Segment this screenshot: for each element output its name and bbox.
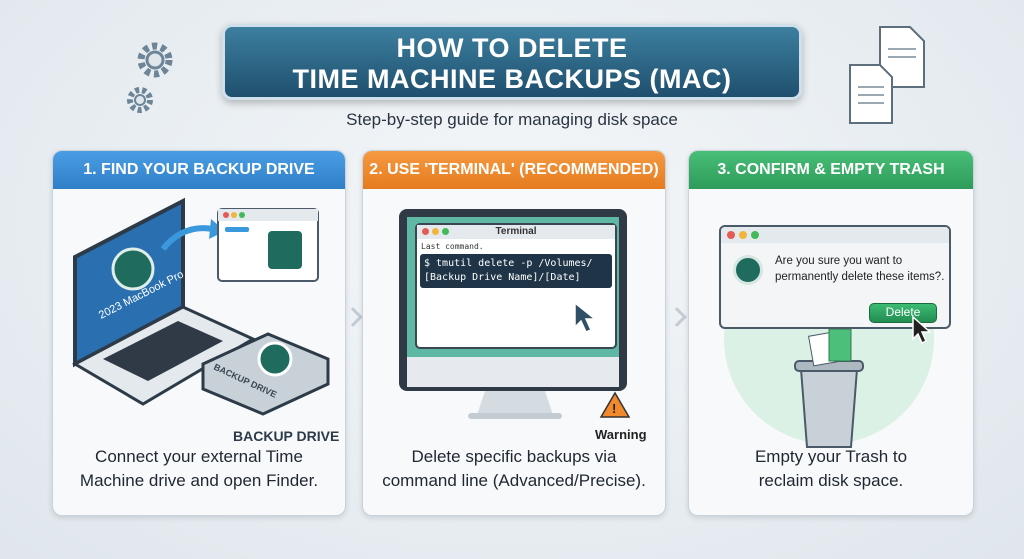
cursor-icon (574, 301, 598, 333)
svg-text:!: ! (612, 401, 616, 416)
step-2-title: 2. USE 'TERMINAL' (RECOMMENDED) (363, 151, 665, 189)
step-1-title: 1. FIND YOUR BACKUP DRIVE (53, 151, 345, 189)
arrow-icon (667, 307, 687, 327)
step-card-find-drive: 1. FIND YOUR BACKUP DRIVE 2023 MacBook P… (52, 150, 346, 516)
time-machine-icon (733, 255, 763, 285)
finder-window-icon (217, 208, 319, 282)
arrow-icon (343, 307, 363, 327)
cursor-icon (912, 315, 932, 345)
terminal-title: Terminal (495, 226, 537, 237)
step-card-confirm-trash: 3. CONFIRM & EMPTY TRASH Are you sure yo… (688, 150, 974, 516)
terminal-window: Terminal Last command. $ tmutil delete -… (415, 223, 617, 349)
backup-drive-icon (201, 332, 330, 416)
warning-icon (599, 391, 631, 418)
step-3-title: 3. CONFIRM & EMPTY TRASH (689, 151, 973, 189)
warning-label: Warning (595, 427, 647, 442)
last-command: Last command. (421, 242, 484, 251)
laptop-icon (71, 197, 257, 406)
documents-icon (849, 26, 925, 124)
subtitle: Step-by-step guide for managing disk spa… (346, 110, 678, 129)
title-banner: HOW TO DELETE TIME MACHINE BACKUPS (MAC) (222, 24, 802, 100)
step-card-terminal: 2. USE 'TERMINAL' (RECOMMENDED) ! Warnin… (362, 150, 666, 516)
delete-button[interactable]: Delete (869, 303, 937, 323)
command-block[interactable]: $ tmutil delete -p /Volumes/[Backup Driv… (420, 254, 612, 288)
title-line-1: HOW TO DELETE (396, 33, 628, 63)
title-line-2: TIME MACHINE BACKUPS (MAC) (292, 64, 732, 94)
trash-icon (794, 328, 864, 448)
gears-icon (127, 42, 173, 113)
backup-drive-callout: BACKUP DRIVE (233, 428, 339, 444)
laptop-drive-illustration: 2023 MacBook Pro BACKUP DRIVE BACKUP DRI… (71, 197, 339, 444)
